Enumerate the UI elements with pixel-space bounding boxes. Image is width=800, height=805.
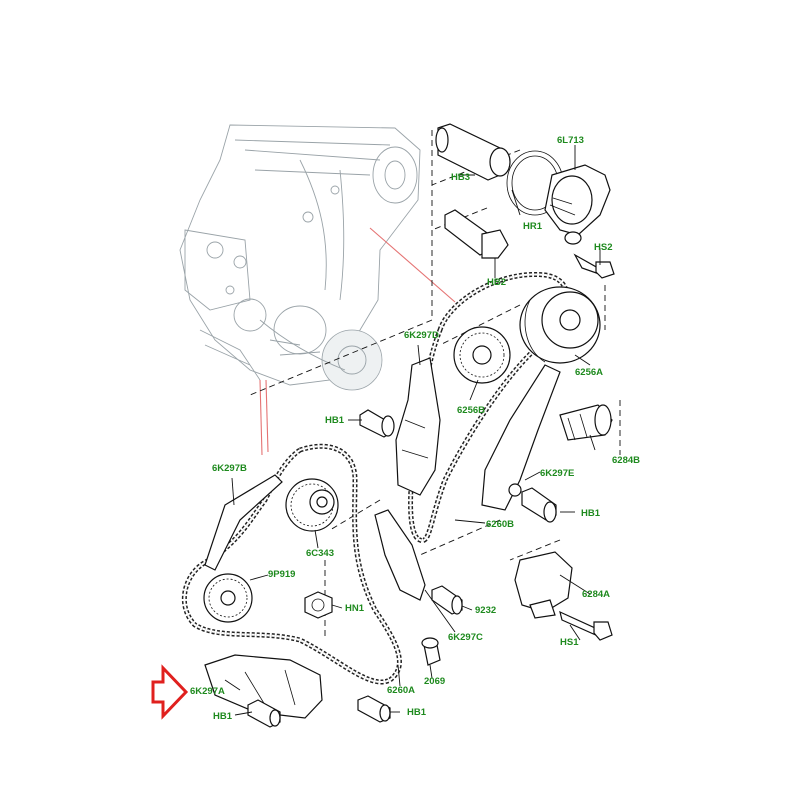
chain-guide-6k297a (204, 654, 323, 719)
label-hs2: HS2 (594, 242, 613, 253)
label-hb1-right: HB1 (581, 508, 601, 519)
label-hn1: HN1 (345, 603, 365, 614)
tensioner-6284a (514, 551, 573, 619)
sprocket-9p919 (203, 573, 253, 623)
label-9p919: 9P919 (268, 569, 296, 580)
label-6260a: 6260A (387, 685, 415, 696)
red-guide-line (265, 379, 269, 453)
label-6k297d: 6K297D (404, 330, 439, 341)
sprocket-6256b (453, 326, 511, 384)
chain-guide-6k297d (395, 357, 441, 496)
red-guide-line (259, 379, 263, 456)
label-6c343: 6C343 (306, 548, 334, 559)
label-6260b: 6260B (486, 519, 514, 530)
bolt-hb1-bottom-right (357, 695, 391, 723)
label-6284b: 6284B (612, 455, 640, 466)
label-6284a: 6284A (582, 589, 610, 600)
chain-guide-6k297c (374, 509, 426, 601)
pin-9232 (431, 585, 463, 615)
chain-guide-6k297b (204, 474, 283, 571)
label-hb3: HB3 (451, 172, 471, 183)
bolt-hb3 (435, 123, 511, 181)
engine-block-ghost (179, 124, 421, 391)
label-6256a: 6256A (575, 367, 603, 378)
label-hb1-upper: HB1 (325, 415, 345, 426)
bolt-hs2 (573, 253, 615, 279)
label-9232: 9232 (475, 605, 497, 616)
lower-timing-chain (181, 443, 402, 685)
label-6256b: 6256B (457, 405, 485, 416)
label-hb1-bottom-right: HB1 (407, 707, 427, 718)
tensioner-6284b (559, 404, 613, 441)
bolt-hb1-upper (359, 409, 395, 438)
dashed-boundary (419, 400, 621, 561)
label-6l713: 6L713 (557, 135, 584, 146)
dashed-boundary (439, 285, 606, 346)
sprocket-6c343 (285, 478, 339, 532)
label-6k297c: 6K297C (448, 632, 483, 643)
label-6k297a: 6K297A (190, 686, 225, 697)
bolt-hb1-right (521, 487, 557, 523)
bolt-hs1 (559, 610, 613, 641)
nut-hn1 (304, 591, 333, 619)
vct-unit-6256a (519, 286, 601, 364)
label-hb1-bottom-left: HB1 (213, 711, 233, 722)
dashed-boundary (249, 130, 521, 396)
vct-solenoid-6l713 (506, 150, 611, 245)
label-2069: 2069 (424, 676, 446, 687)
fastener-2069 (421, 637, 441, 666)
label-hb2: HB2 (487, 277, 507, 288)
leader-lines (224, 145, 601, 716)
tensioner-arm-6k297e (481, 364, 561, 511)
label-hs1: HS1 (560, 637, 579, 648)
red-guide-line (369, 227, 456, 303)
label-6k297e: 6K297E (540, 468, 575, 479)
bolt-hb2 (444, 209, 509, 259)
label-hr1: HR1 (523, 221, 543, 232)
red-outline-arrow-right-icon (151, 664, 189, 720)
label-6k297b: 6K297B (212, 463, 247, 474)
bolt-hb1-bottom-left (247, 699, 281, 728)
